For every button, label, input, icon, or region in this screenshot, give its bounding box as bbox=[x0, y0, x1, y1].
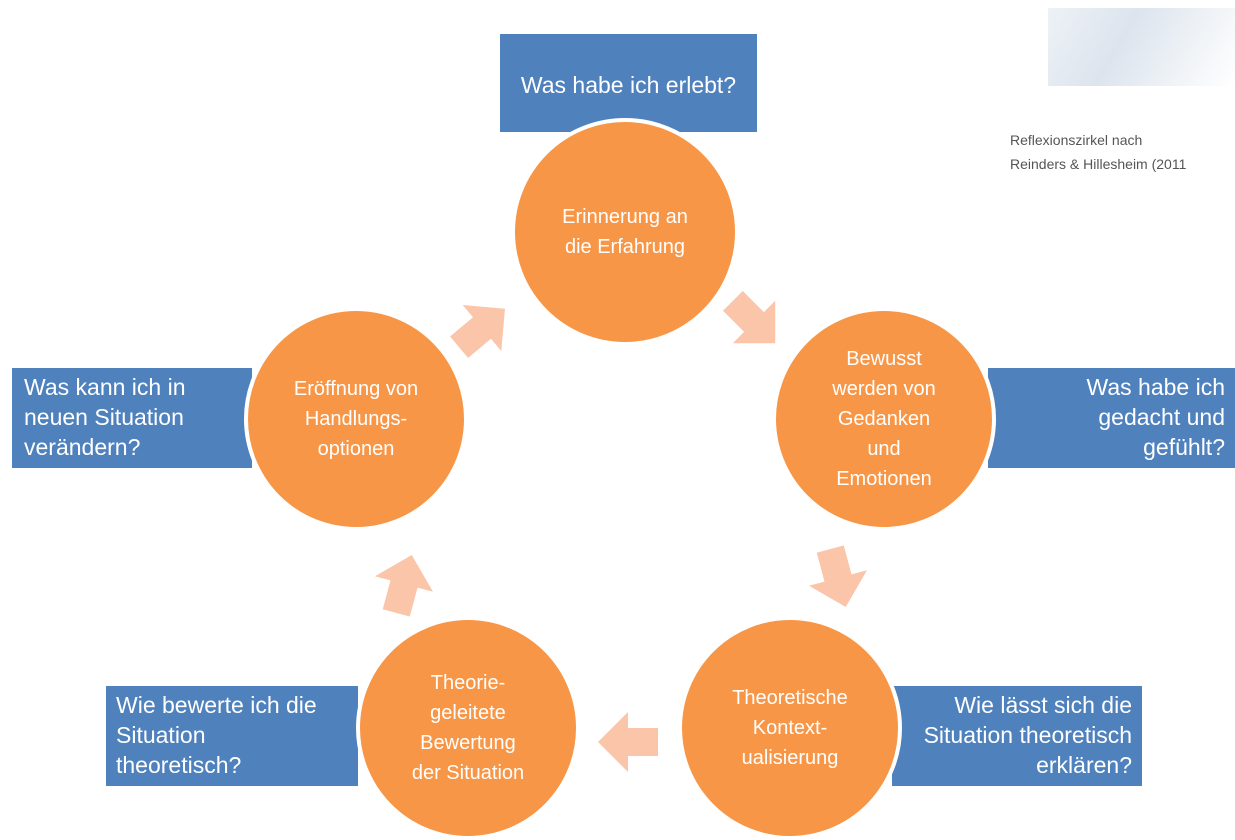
arrow-up-right bbox=[440, 286, 525, 371]
step-label-left: Eröffnung von Handlungs- optionen bbox=[293, 378, 419, 460]
step-label-bottom-right: Theoretische Kontext- ualisierung bbox=[732, 687, 848, 769]
step-circle-top: Erinnerung an die Erfahrung bbox=[511, 118, 739, 346]
decorative-image bbox=[1048, 8, 1235, 86]
step-label-top: Erinnerung an die Erfahrung bbox=[562, 206, 688, 258]
arrow-up bbox=[367, 547, 440, 620]
question-box-top: Was habe ich erlebt? bbox=[500, 34, 757, 132]
citation-text: Reflexionszirkel nach Reinders & Hillesh… bbox=[1010, 132, 1187, 172]
arrow-left bbox=[598, 712, 658, 772]
step-label-right: Bewusst werden von Gedanken und Emotione… bbox=[832, 348, 936, 490]
step-circle-right: Bewusst werden von Gedanken und Emotione… bbox=[772, 307, 996, 531]
step-label-bottom-left: Theorie- geleitete Bewertung der Situati… bbox=[411, 672, 525, 784]
question-box-left: Was kann ich in neuen Situation veränder… bbox=[12, 368, 252, 468]
question-box-right: Was habe ich gedacht und gefühlt? bbox=[988, 368, 1235, 468]
step-circle-left: Eröffnung von Handlungs- optionen bbox=[244, 307, 468, 531]
arrow-down bbox=[801, 541, 874, 614]
step-circle-bottom-left: Theorie- geleitete Bewertung der Situati… bbox=[356, 616, 580, 840]
question-box-bottom-right: Wie lässt sich die Situation theoretisch… bbox=[892, 686, 1142, 786]
arrow-right-down bbox=[712, 280, 797, 365]
question-box-bottom-left: Wie bewerte ich die Situation theoretisc… bbox=[106, 686, 358, 786]
step-circle-bottom-right: Theoretische Kontext- ualisierung bbox=[678, 616, 902, 840]
